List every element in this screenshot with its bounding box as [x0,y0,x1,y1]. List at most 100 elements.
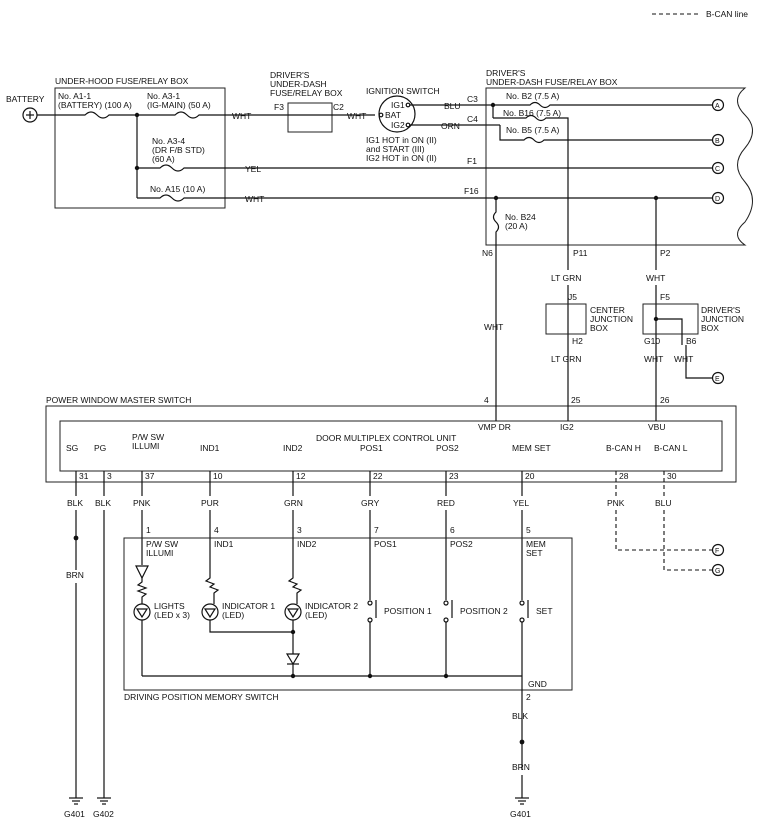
ground-g401-right: G401 [510,809,531,819]
pin-g10: G10 [644,336,660,346]
center-junction-box [545,303,587,335]
fuse-a1-1-line1: No. A1-1 [58,91,91,101]
wire-ltgrn-bottom: LT GRN [551,354,581,364]
fuse-b24-line1: No. B24 [505,212,536,222]
pin-f1: F1 [467,156,477,166]
terminal-pin: 37 [145,471,155,481]
terminal-label: IND2 [283,443,303,453]
legend-label: B-CAN line [706,9,748,19]
bcan-l-line [663,510,712,571]
pin-26-top: 26 [660,395,670,405]
pin-b6: B6 [686,336,697,346]
fuse-a1-1-line2: (BATTERY) (100 A) [58,100,132,110]
svg-text:D: D [715,196,720,203]
fuse-b5-label: No. B5 (7.5 A) [506,125,560,135]
terminal-label: IND1 [214,539,234,549]
pin-4-top: 4 [484,395,489,405]
vmp-dr-label: VMP DR [478,422,511,432]
terminal-pin: 10 [213,471,223,481]
wire-color-label: GRN [284,498,303,508]
underhood-title: UNDER-HOOD FUSE/RELAY BOX [55,76,189,86]
gnd-label: GND [528,679,547,689]
driving-position-memory-switch [123,537,573,691]
ignition-note-3: IG2 HOT in ON (II) [366,153,437,163]
terminal-pin: 4 [214,525,219,535]
pin-h2: H2 [572,336,583,346]
connector-d: D [711,191,725,205]
terminal-pin: 3 [297,525,302,535]
resistor-icon [136,578,148,604]
fuse-a3-1-line1: No. A3-1 [147,91,180,101]
wire-brn-right: BRN [512,762,530,772]
underhood-fuse-box [54,87,226,209]
wire-color-label: GRY [361,498,380,508]
terminal-label: SG [66,443,78,453]
driver-jb-title-3: BOX [701,323,719,333]
svg-text:F: F [715,548,719,555]
pin-p2: P2 [660,248,671,258]
fuse-b2 [493,101,712,109]
center-jb-title-1: CENTER [590,305,625,315]
terminal-pin: 5 [526,525,531,535]
fuse-a3-4-line2: (DR F/B STD) [152,145,205,155]
ground-g401-left: G401 [64,809,85,819]
ignition-ig2: IG2 [391,120,405,130]
wire-color-label: YEL [513,498,529,508]
terminal-label: POS2 [450,539,473,549]
wire-wht-p2: WHT [646,273,665,283]
terminal-pin: 7 [374,525,379,535]
terminal-label: SET [526,548,543,558]
wire-color-label: BLK [67,498,83,508]
ground-icon [69,797,83,805]
terminal-pin: 3 [107,471,112,481]
wire-brn-left: BRN [66,570,84,580]
indicator1-label-1: INDICATOR 1 [222,601,275,611]
wire-color-label: PNK [133,498,151,508]
driver-box2 [485,87,753,246]
fuse-b24 [492,198,500,400]
wire-color-label: PUR [201,498,219,508]
terminal-pin: 28 [619,471,629,481]
terminal-label: MEM [526,539,546,549]
wire-wht-n6: WHT [484,322,503,332]
wire-wht-g10: WHT [644,354,663,364]
terminal-label: B-CAN L [654,443,688,453]
pin-n6: N6 [482,248,493,258]
pin-f5: F5 [660,292,670,302]
fuse-b5 [499,125,712,144]
fuse-a3-4-line3: (60 A) [152,154,175,164]
terminal-label: ILLUMI [132,441,159,451]
door-multiplex-control-unit [59,420,723,472]
power-window-master-switch [45,405,737,483]
fuse-b24-line2: (20 A) [505,221,528,231]
control-unit-title: DOOR MULTIPLEX CONTROL UNIT [316,433,456,443]
ignition-title: IGNITION SWITCH [366,86,440,96]
fuse-b16-label: No. B16 (7.5 A) [503,108,561,118]
driver-box1-title-2: UNDER-DASH [270,79,327,89]
driver-junction-box [642,303,699,335]
terminal-label: POS1 [374,539,397,549]
wire-blk-ground: BLK [512,711,528,721]
ground-icon [97,797,111,805]
terminal-pin: 6 [450,525,455,535]
terminal-pin: 22 [373,471,383,481]
terminal-pin: 30 [667,471,677,481]
wire-wht-1: WHT [232,111,251,121]
lights-label-2: (LED x 3) [154,610,190,620]
set-label: SET [536,606,553,616]
fuse-a1-1-a3-1-wire [55,111,225,119]
terminal-label: POS1 [360,443,383,453]
driver-box2-title-2: UNDER-DASH FUSE/RELAY BOX [486,77,618,87]
wire-orn: ORN [441,121,460,131]
